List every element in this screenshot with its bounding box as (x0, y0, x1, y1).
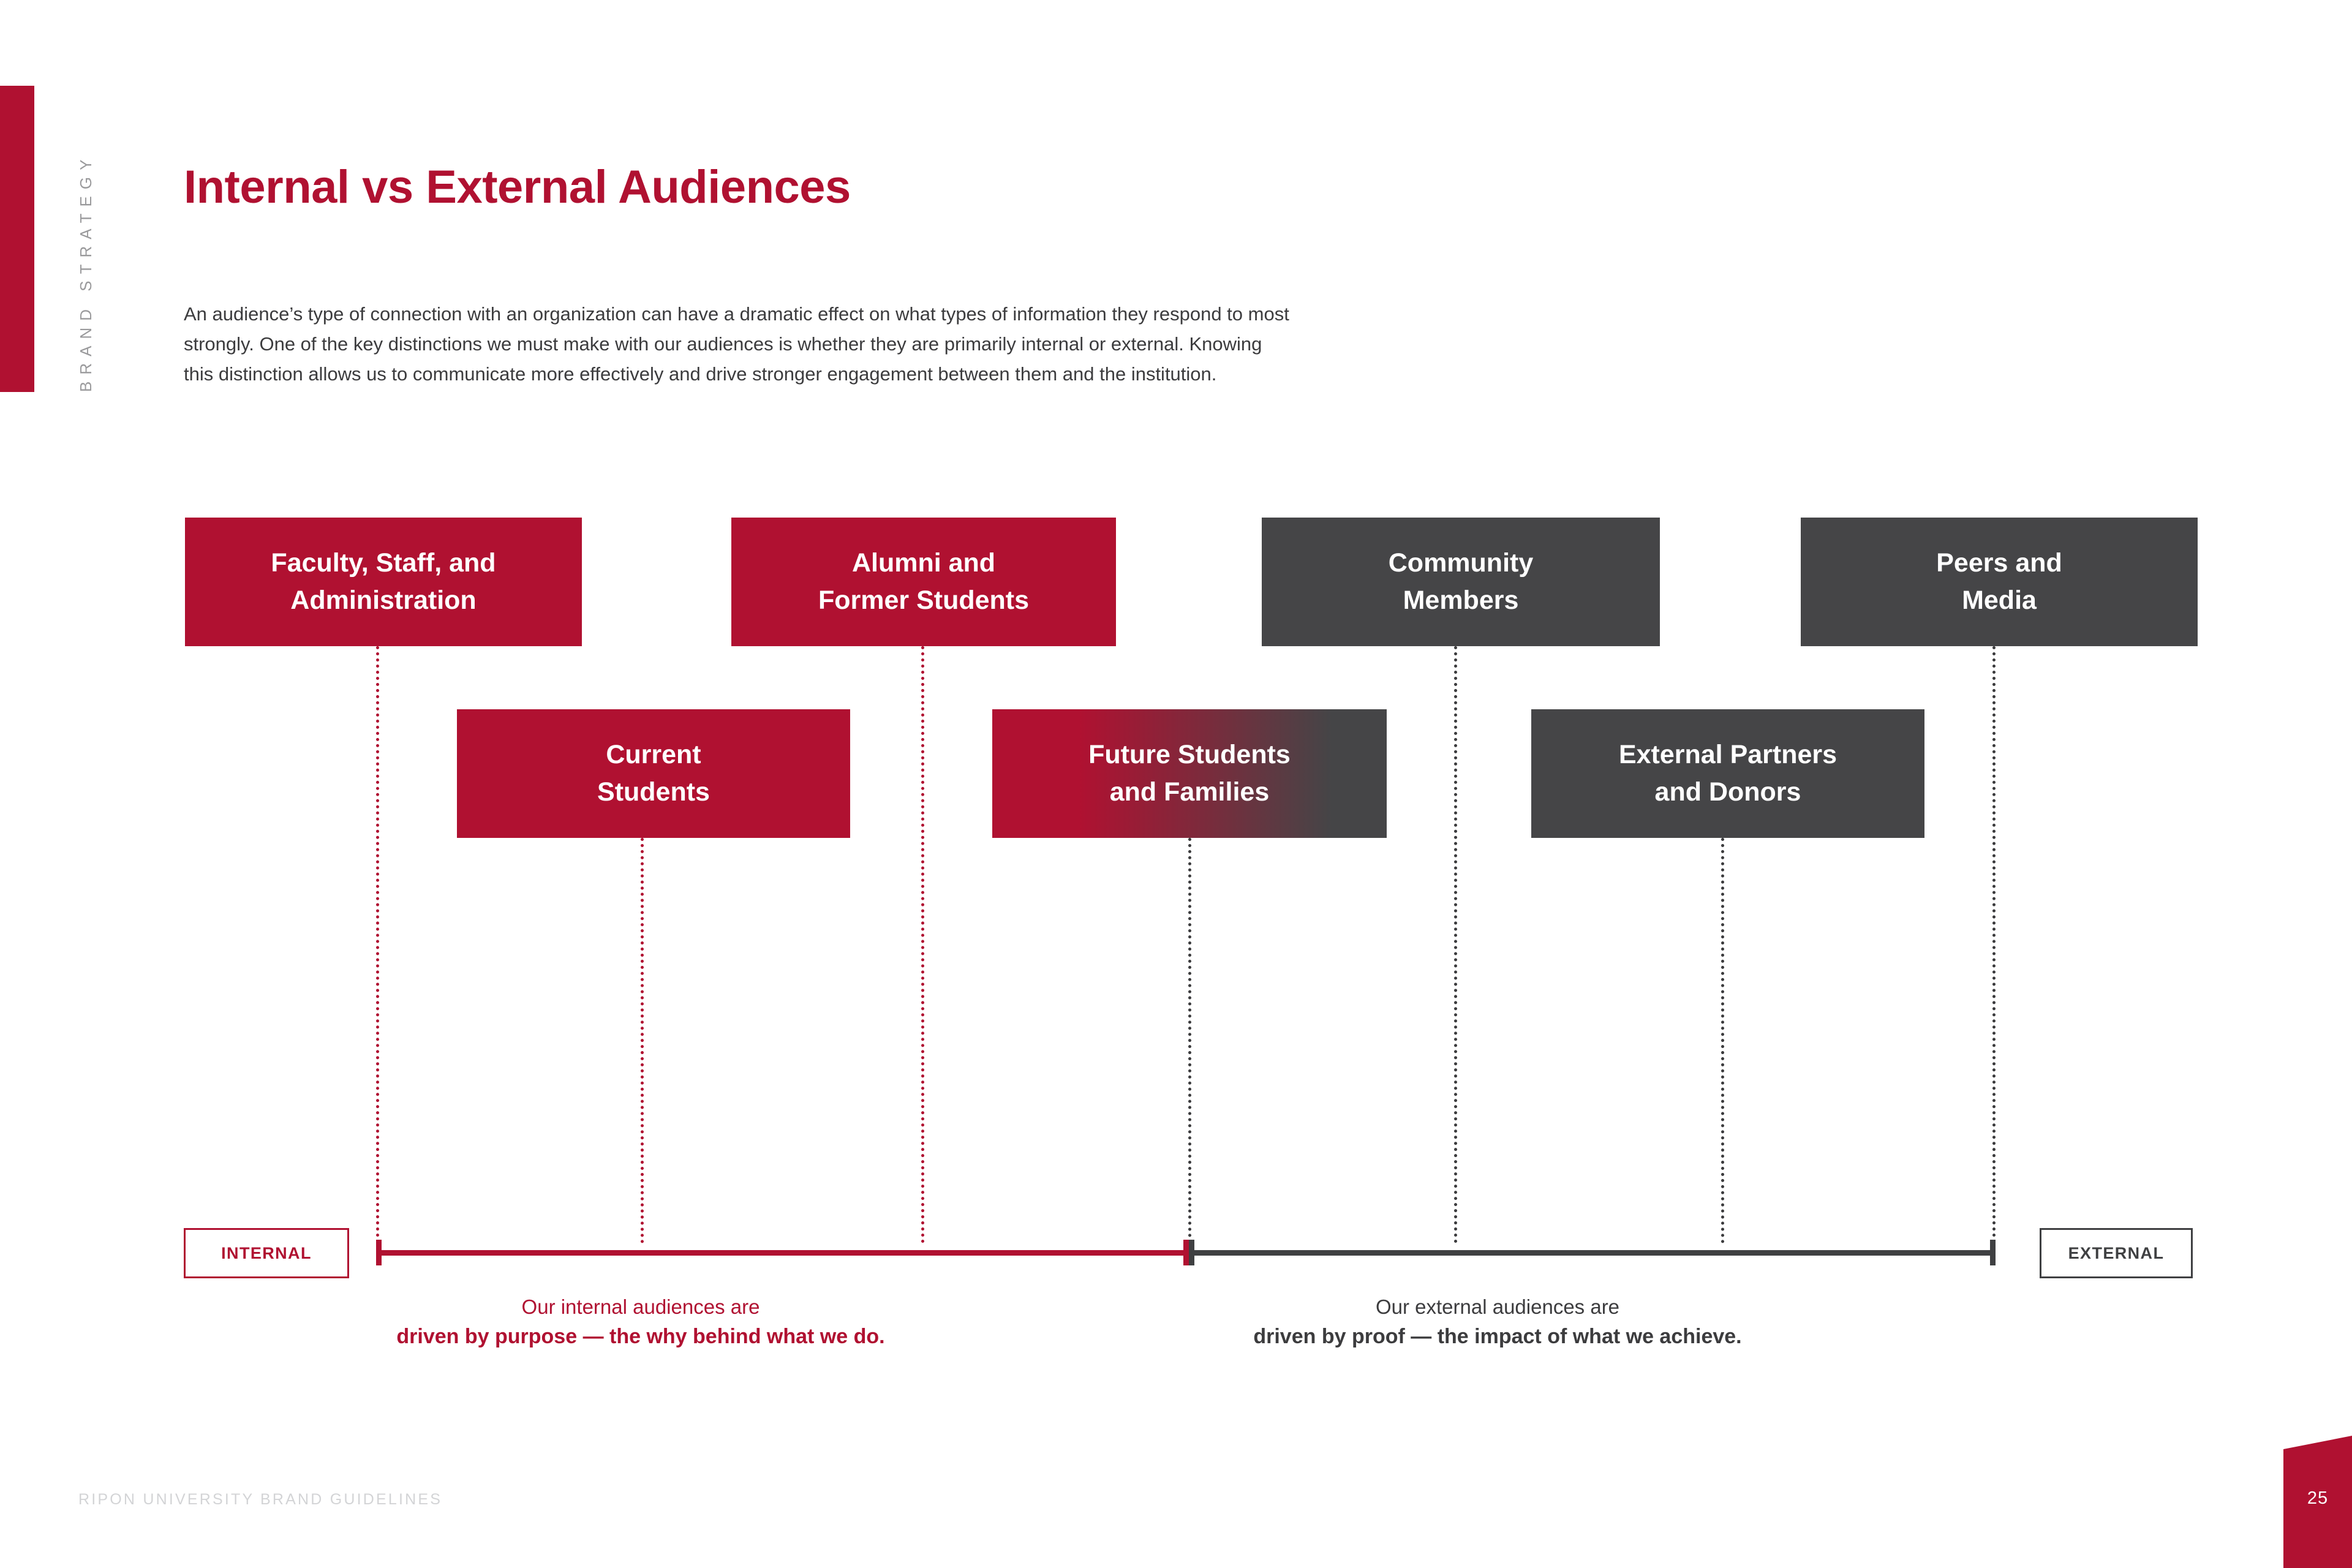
axis-segment-internal (376, 1250, 1189, 1256)
audience-box-line-2: Administration (290, 586, 477, 615)
audience-box-line-1: Faculty, Staff, and (271, 548, 496, 578)
page-title: Internal vs External Audiences (184, 161, 851, 213)
caption-internal-top: Our internal audiences are (521, 1295, 760, 1318)
axis-badge-internal[interactable]: INTERNAL (184, 1228, 349, 1278)
audience-box-future-students-and-families[interactable]: Future Students and Families (992, 709, 1387, 838)
audience-box-community-members[interactable]: Community Members (1262, 518, 1660, 646)
audience-box-line-2: Students (597, 777, 710, 807)
footer-source: RIPON UNIVERSITY BRAND GUIDELINES (78, 1491, 443, 1508)
audience-box-alumni-former-students[interactable]: Alumni and Former Students (731, 518, 1116, 646)
axis-cap-center-red (1183, 1240, 1189, 1265)
audience-box-line-2: and Families (1109, 777, 1270, 807)
connector-peers-media (1992, 646, 1996, 1243)
intro-line-2: strongly. One of the key distinctions we… (184, 333, 1262, 355)
caption-external-top: Our external audiences are (1375, 1295, 1620, 1318)
brand-rail (0, 86, 34, 392)
audience-box-faculty-staff-administration[interactable]: Faculty, Staff, and Administration (185, 518, 582, 646)
intro-paragraph: An audience’s type of connection with an… (184, 299, 1593, 389)
caption-external-bottom: driven by proof — the impact of what we … (1253, 1324, 1742, 1348)
audience-box-line-1: Alumni and (851, 548, 996, 578)
audience-box-line-2: Media (1962, 586, 2037, 615)
audience-box-line-1: Peers and (1936, 548, 2062, 578)
connector-future-students (1188, 838, 1191, 1243)
audience-box-line-1: Current (606, 739, 701, 769)
audience-box-line-2: Members (1403, 586, 1519, 615)
audience-box-line-2: Former Students (818, 586, 1030, 615)
audience-box-line-1: Future Students (1088, 739, 1291, 769)
connector-alumni (921, 646, 924, 1243)
connector-external-partners (1721, 838, 1724, 1243)
caption-external: Our external audiences are driven by pro… (1170, 1292, 1825, 1352)
connector-community (1454, 646, 1457, 1243)
axis-cap-right (1990, 1240, 1996, 1265)
intro-line-1: An audience’s type of connection with an… (184, 303, 1289, 325)
audience-box-external-partners-and-donors[interactable]: External Partners and Donors (1531, 709, 1924, 838)
connector-current-students (641, 838, 644, 1243)
audience-box-line-2: and Donors (1654, 777, 1801, 807)
caption-internal: Our internal audiences are driven by pur… (334, 1292, 947, 1352)
audience-box-peers-and-media[interactable]: Peers and Media (1801, 518, 2198, 646)
axis-segment-external (1189, 1250, 1994, 1256)
audience-box-line-1: External Partners (1618, 739, 1838, 769)
audience-box-current-students[interactable]: Current Students (457, 709, 850, 838)
page-number-tab: 25 (2283, 1436, 2352, 1568)
intro-line-3: this distinction allows us to communicat… (184, 363, 1217, 385)
axis-badge-external[interactable]: EXTERNAL (2040, 1228, 2193, 1278)
audience-box-line-1: Community (1388, 548, 1534, 578)
page-number: 25 (2307, 1488, 2329, 1508)
caption-internal-bottom: driven by purpose — the why behind what … (396, 1324, 885, 1348)
connector-faculty (376, 646, 379, 1243)
